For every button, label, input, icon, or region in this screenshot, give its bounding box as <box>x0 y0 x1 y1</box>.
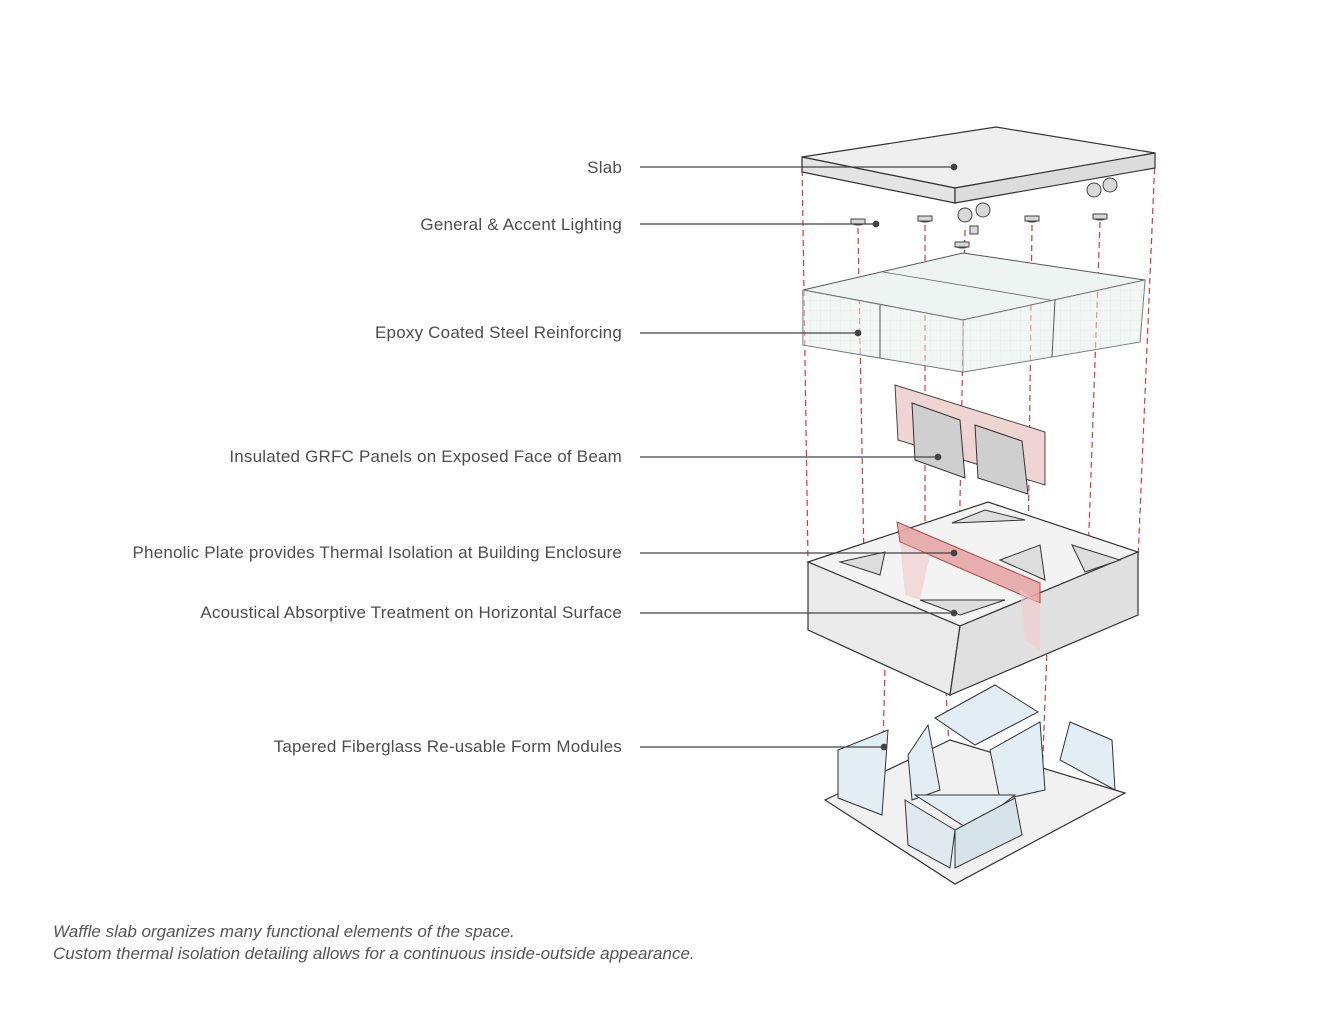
label-fiberglass-forms: Tapered Fiberglass Re-usable Form Module… <box>273 737 622 756</box>
label-grfc-panels: Insulated GRFC Panels on Exposed Face of… <box>229 447 622 466</box>
grfc-panel <box>894 384 1046 495</box>
slab-layer <box>801 126 1156 204</box>
label-acoustical: Acoustical Absorptive Treatment on Horiz… <box>200 603 622 622</box>
label-reinforcing: Epoxy Coated Steel Reinforcing <box>375 323 622 342</box>
caption-line-2: Custom thermal isolation detailing allow… <box>53 944 695 963</box>
label-slab: Slab <box>587 158 622 177</box>
fiberglass-form-modules <box>823 684 1127 885</box>
caption-line-1: Waffle slab organizes many functional el… <box>53 922 515 941</box>
label-phenolic-plate: Phenolic Plate provides Thermal Isolatio… <box>132 543 622 562</box>
label-lighting: General & Accent Lighting <box>420 215 622 234</box>
waffle-slab-block <box>806 501 1140 696</box>
leader-lines <box>640 163 958 751</box>
steel-reinforcing-cage <box>802 252 1146 373</box>
